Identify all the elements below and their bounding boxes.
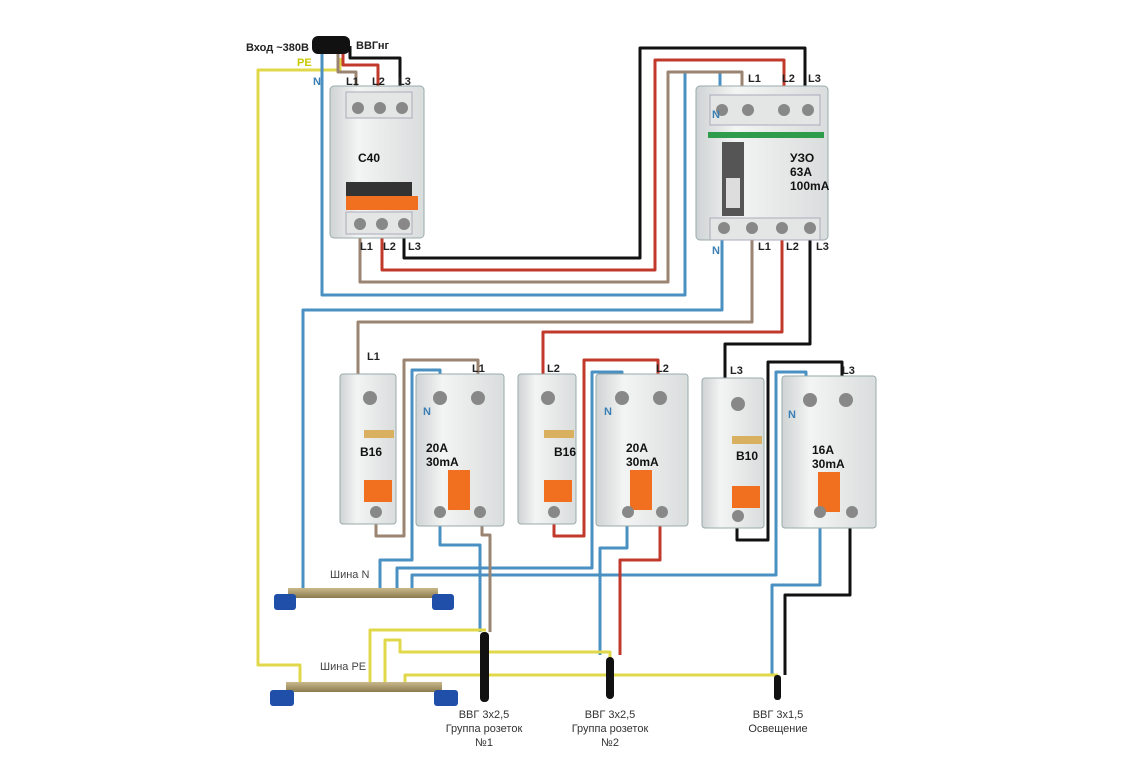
c40-out-l3: L3 [408,241,421,253]
rcd-line2: 63A [790,165,812,179]
n-wire-bus-rcbo1 [378,368,442,592]
l3-wire-c40-rcd [402,46,807,260]
rcd-in-n: N [712,109,720,121]
n-wire-bus-rcbo3 [410,370,808,592]
rcd-out-l3: L3 [816,241,829,253]
out1-line2: Группа розеток [446,723,523,735]
out1-line1: ВВГ 3х2,5 [459,709,510,721]
rcbo1-l1: L1 [472,363,485,375]
rcbo1-line1: 20A [426,441,448,455]
c40-in-l2: L2 [372,76,385,88]
n-wire-rcd-bus [301,236,724,592]
n-wire-input [320,50,722,297]
input-n-label: N [313,76,321,88]
pe-wire-out2 [383,638,612,685]
rcbo1-line2: 30mA [426,455,459,469]
input-cable-icon [312,36,350,54]
cable-1 [480,632,489,702]
b16-1-l1: L1 [367,351,380,363]
c40-in-l3: L3 [398,76,411,88]
l1-wire-rcbo1-out [480,522,492,632]
l3-wire-b10-rcbo3 [735,360,844,542]
c40-label: C40 [358,151,380,165]
rcbo3-line1: 16A [812,443,834,457]
rcbo-1: 20A 30mA [415,373,505,527]
output-cables [480,632,781,702]
c40-in-l1: L1 [346,76,359,88]
breaker-b16-1: B16 [339,373,397,525]
input-pe-label: PE [297,57,312,69]
cable-2 [606,657,614,699]
rcbo2-line1: 20A [626,441,648,455]
rcbo2-l2: L2 [656,363,669,375]
pe-bus-label: Шина PE [320,661,366,673]
rcd-out-l2: L2 [786,241,799,253]
rcbo-3: 16A 30mA [781,375,877,529]
input-label: Вход ~380В [246,42,309,54]
l1-wire-rcd-out [356,236,754,378]
pe-wire-out1 [368,628,486,685]
input-cable-label: ВВГнг [356,40,389,52]
out2-line2: Группа розеток [572,723,649,735]
rcbo3-l3: L3 [842,365,855,377]
out3-line2: Освещение [748,723,807,735]
b16-2-l2: L2 [547,363,560,375]
l3-wire-input [348,46,402,92]
rcd-line1: УЗО [790,151,814,165]
l2-wire-b16-rcbo2 [552,358,660,538]
rcbo2-line2: 30mA [626,455,659,469]
out2-line1: ВВГ 3х2,5 [585,709,636,721]
l1-wire-c40-rcd [358,70,744,284]
rcbo-2: 20A 30mA [595,373,689,527]
l3-wire-rcbo3-out [783,522,852,675]
pe-wire-out3 [403,673,778,685]
pe-bus: Шина PE [270,661,458,706]
b10-label: B10 [736,449,758,463]
l2-wire-rcd-out [541,236,784,378]
breaker-b10: B10 [701,377,765,529]
rcd-in-l3: L3 [808,73,821,85]
rcd-in-l2: L2 [782,73,795,85]
breaker-b16-2: B16 [517,373,577,525]
main-breaker-c40: C40 [329,85,425,239]
cable-3 [774,675,781,700]
out3-line1: ВВГ 3х1,5 [753,709,804,721]
rcbo2-n: N [604,406,612,418]
n-wire-rcbo3-out [770,522,822,675]
b16-1-label: B16 [360,445,382,459]
rcd-out-l1: L1 [758,241,771,253]
l1-wire-b16-rcbo1 [374,358,480,538]
n-wire-rcbo2-out [598,522,629,655]
wires [256,46,852,685]
rcd-line3: 100mA [790,179,830,193]
out1-line3: №1 [475,737,493,749]
rcbo3-line2: 30mA [812,457,845,471]
rcd-in-l1: L1 [748,73,761,85]
rcbo1-n: N [423,406,431,418]
rcbo3-n: N [788,409,796,421]
n-bus-label: Шина N [330,569,369,581]
l2-wire-rcbo2-out [618,522,662,655]
n-wire-bus-rcbo2 [395,370,624,592]
b10-l3: L3 [730,365,743,377]
rcd-out-n: N [712,245,720,257]
n-wire-rcbo1-out [438,522,482,632]
b16-2-label: B16 [554,445,576,459]
pe-wire-main [256,58,342,685]
main-rcd: УЗО 63A 100mA [695,85,830,241]
n-bus: Шина N [274,569,454,610]
c40-out-l1: L1 [360,241,373,253]
l2-wire-input [341,48,380,92]
l2-wire-c40-rcd [380,58,786,272]
c40-out-l2: L2 [383,241,396,253]
out2-line3: №2 [601,737,619,749]
l3-wire-rcd-out [723,236,812,378]
l1-wire-input [336,50,358,92]
